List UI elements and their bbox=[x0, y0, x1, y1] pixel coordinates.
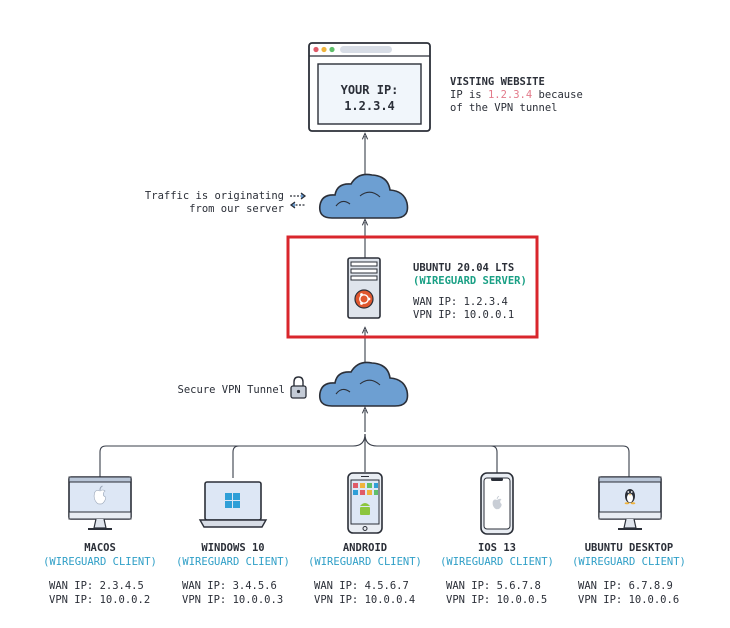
client-wan-ip: WAN IP: 6.7.8.9 bbox=[578, 580, 673, 592]
website-title: VISTING WEBSITE bbox=[450, 76, 545, 88]
server-highlight-box bbox=[286, 235, 539, 339]
website-box-line2: 1.2.3.4 bbox=[344, 99, 395, 113]
website-desc-ip: 1.2.3.4 bbox=[487, 89, 533, 101]
server-vpn-ip: VPN IP: 10.0.0.1 bbox=[413, 309, 515, 321]
website-desc-line2: of the VPN tunnel bbox=[450, 102, 558, 114]
client-wan-ip: WAN IP: 3.4.5.6 bbox=[182, 580, 277, 592]
website-desc-suffix: because bbox=[532, 89, 583, 101]
website-box-line1: YOUR IP: bbox=[340, 83, 399, 97]
vpn-tunnel-cloud-icon bbox=[318, 361, 409, 407]
client-role: (WIREGUARD CLIENT) bbox=[440, 556, 554, 568]
client-name: IOS 13 bbox=[478, 542, 516, 554]
client-vpn-ip: VPN IP: 10.0.0.5 bbox=[446, 594, 548, 606]
macos-wire bbox=[99, 433, 366, 478]
traffic-arrows-icon bbox=[289, 192, 307, 209]
client-ubuntu-desktop: UBUNTU DESKTOP (WIREGUARD CLIENT) WAN IP… bbox=[564, 541, 694, 606]
client-windows: WINDOWS 10 (WIREGUARD CLIENT) WAN IP: 3.… bbox=[168, 541, 298, 606]
client-vpn-ip: VPN IP: 10.0.0.3 bbox=[182, 594, 284, 606]
client-role: (WIREGUARD CLIENT) bbox=[572, 556, 686, 568]
client-name: ANDROID bbox=[342, 542, 388, 554]
browser-window-icon bbox=[308, 42, 431, 132]
windows-wire bbox=[232, 445, 353, 478]
client-name: UBUNTU DESKTOP bbox=[584, 542, 674, 554]
client-role: (WIREGUARD CLIENT) bbox=[308, 556, 422, 568]
client-role: (WIREGUARD CLIENT) bbox=[43, 556, 157, 568]
client-wan-ip: WAN IP: 5.6.7.8 bbox=[446, 580, 541, 592]
server-role: (WIREGUARD SERVER) bbox=[413, 275, 527, 287]
traffic-note-line2: from our server bbox=[189, 203, 284, 215]
client-vpn-ip: VPN IP: 10.0.0.6 bbox=[578, 594, 680, 606]
client-ios: IOS 13 (WIREGUARD CLIENT) WAN IP: 5.6.7.… bbox=[432, 541, 562, 606]
apple-monitor-icon bbox=[68, 476, 132, 530]
windows-laptop-icon bbox=[198, 481, 268, 528]
android-phone-icon bbox=[347, 472, 383, 534]
server-wan-ip: WAN IP: 1.2.3.4 bbox=[413, 296, 508, 308]
client-name: WINDOWS 10 bbox=[201, 542, 265, 554]
client-role: (WIREGUARD CLIENT) bbox=[176, 556, 290, 568]
traffic-note-line1: Traffic is originating bbox=[144, 190, 284, 202]
ubuntu-wire bbox=[491, 445, 630, 478]
ios-wire bbox=[364, 433, 498, 478]
website-desc-prefix: IP is bbox=[450, 89, 488, 101]
client-vpn-ip: VPN IP: 10.0.0.4 bbox=[314, 594, 416, 606]
padlock-icon bbox=[290, 376, 307, 399]
client-vpn-ip: VPN IP: 10.0.0.2 bbox=[49, 594, 151, 606]
iphone-icon bbox=[480, 472, 514, 535]
client-wan-ip: WAN IP: 4.5.6.7 bbox=[314, 580, 409, 592]
client-macos: MACOS (WIREGUARD CLIENT) WAN IP: 2.3.4.5… bbox=[35, 541, 165, 606]
client-name: MACOS bbox=[84, 542, 116, 554]
internet-cloud-icon bbox=[318, 173, 409, 219]
website-desc-line1: IP is 1.2.3.4 because bbox=[450, 89, 583, 102]
tunnel-note: Secure VPN Tunnel bbox=[177, 384, 285, 396]
server-tower-icon bbox=[347, 257, 381, 319]
linux-monitor-icon bbox=[598, 476, 662, 530]
server-title: UBUNTU 20.04 LTS bbox=[413, 262, 515, 274]
client-android: ANDROID (WIREGUARD CLIENT) WAN IP: 4.5.6… bbox=[300, 541, 430, 606]
client-wan-ip: WAN IP: 2.3.4.5 bbox=[49, 580, 144, 592]
